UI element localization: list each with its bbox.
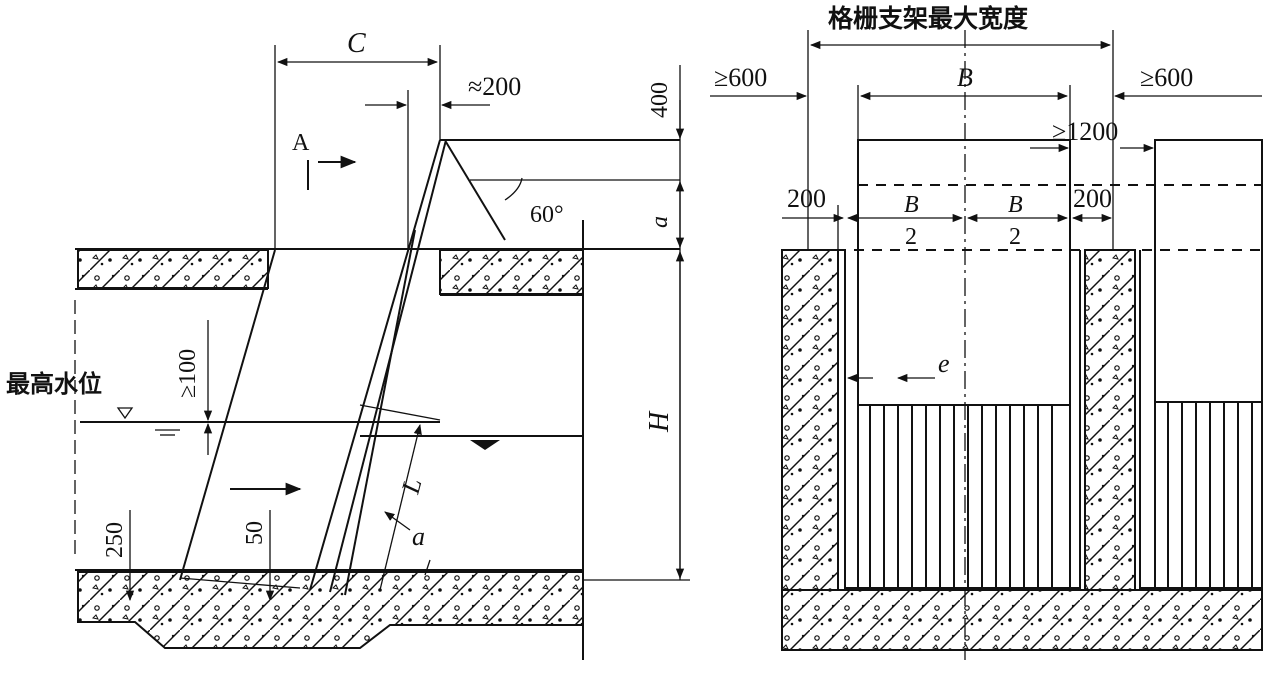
dim-B-half-right-den: 2 xyxy=(1009,224,1021,250)
support-width-title: 格栅支架最大宽度 xyxy=(828,4,1028,33)
dim-B-half-left-den: 2 xyxy=(905,224,917,250)
dim-50-label: 50 xyxy=(242,521,268,545)
dim-a-right-label: a xyxy=(647,216,673,228)
grating-frame-left xyxy=(857,139,1071,589)
L-top-line xyxy=(359,404,441,421)
right-section-view: 格栅支架最大宽度 ≥600 ≥600 B ≥1200 200 200 B 2 B… xyxy=(710,4,1263,660)
dim-B-half-right-num: B xyxy=(1008,192,1023,218)
max-water-symbol xyxy=(116,407,134,420)
section-mark-label: A xyxy=(292,130,310,156)
left-wall xyxy=(781,249,839,601)
dim-200-left-label: 200 xyxy=(787,184,826,213)
dim-L-line xyxy=(379,423,422,591)
grating-frame-right xyxy=(1154,139,1263,589)
dim-e-label: e xyxy=(938,349,950,378)
left-section-view: C ≈200 400 A 60° a H 最高水位 ≥100 L a 250 5… xyxy=(6,28,690,660)
bottom-slab-right xyxy=(781,589,1263,651)
dim-H-label: H xyxy=(644,410,675,433)
angle-60-arc xyxy=(504,177,523,201)
grating-bars-right xyxy=(1167,402,1253,588)
top-right-slab xyxy=(439,249,584,295)
dim-ge-1200-label: ≥1200 xyxy=(1052,117,1118,146)
dim-L-label: L xyxy=(396,475,428,497)
grating-bars-left xyxy=(869,405,1053,588)
dim-ge-600-right-label: ≥600 xyxy=(1140,63,1193,92)
bottom-slab xyxy=(77,571,584,649)
dim-200-right-label: 200 xyxy=(1073,184,1112,213)
dim-B-half-left-num: B xyxy=(904,192,919,218)
dim-250-label: 250 xyxy=(102,522,128,558)
max-water-level-label: 最高水位 xyxy=(6,370,102,398)
dim-C-label: C xyxy=(347,28,366,59)
dim-B-label: B xyxy=(957,63,973,92)
water-symbol-right xyxy=(470,440,500,450)
dim-a-bottom-label: a xyxy=(412,522,425,551)
middle-wall xyxy=(1084,249,1136,601)
top-left-slab xyxy=(77,249,269,289)
angle-60-label: 60° xyxy=(530,202,564,228)
frame-left-leg xyxy=(179,249,276,581)
dim-ge-100-label: ≥100 xyxy=(175,349,201,398)
dim-ge-600-left-label: ≥600 xyxy=(714,63,767,92)
dim-approx-200-label: ≈200 xyxy=(468,72,521,101)
grating-support xyxy=(344,229,416,596)
dim-400-label: 400 xyxy=(647,82,673,118)
grating-front xyxy=(309,139,441,591)
angle-60-leg xyxy=(445,141,506,241)
